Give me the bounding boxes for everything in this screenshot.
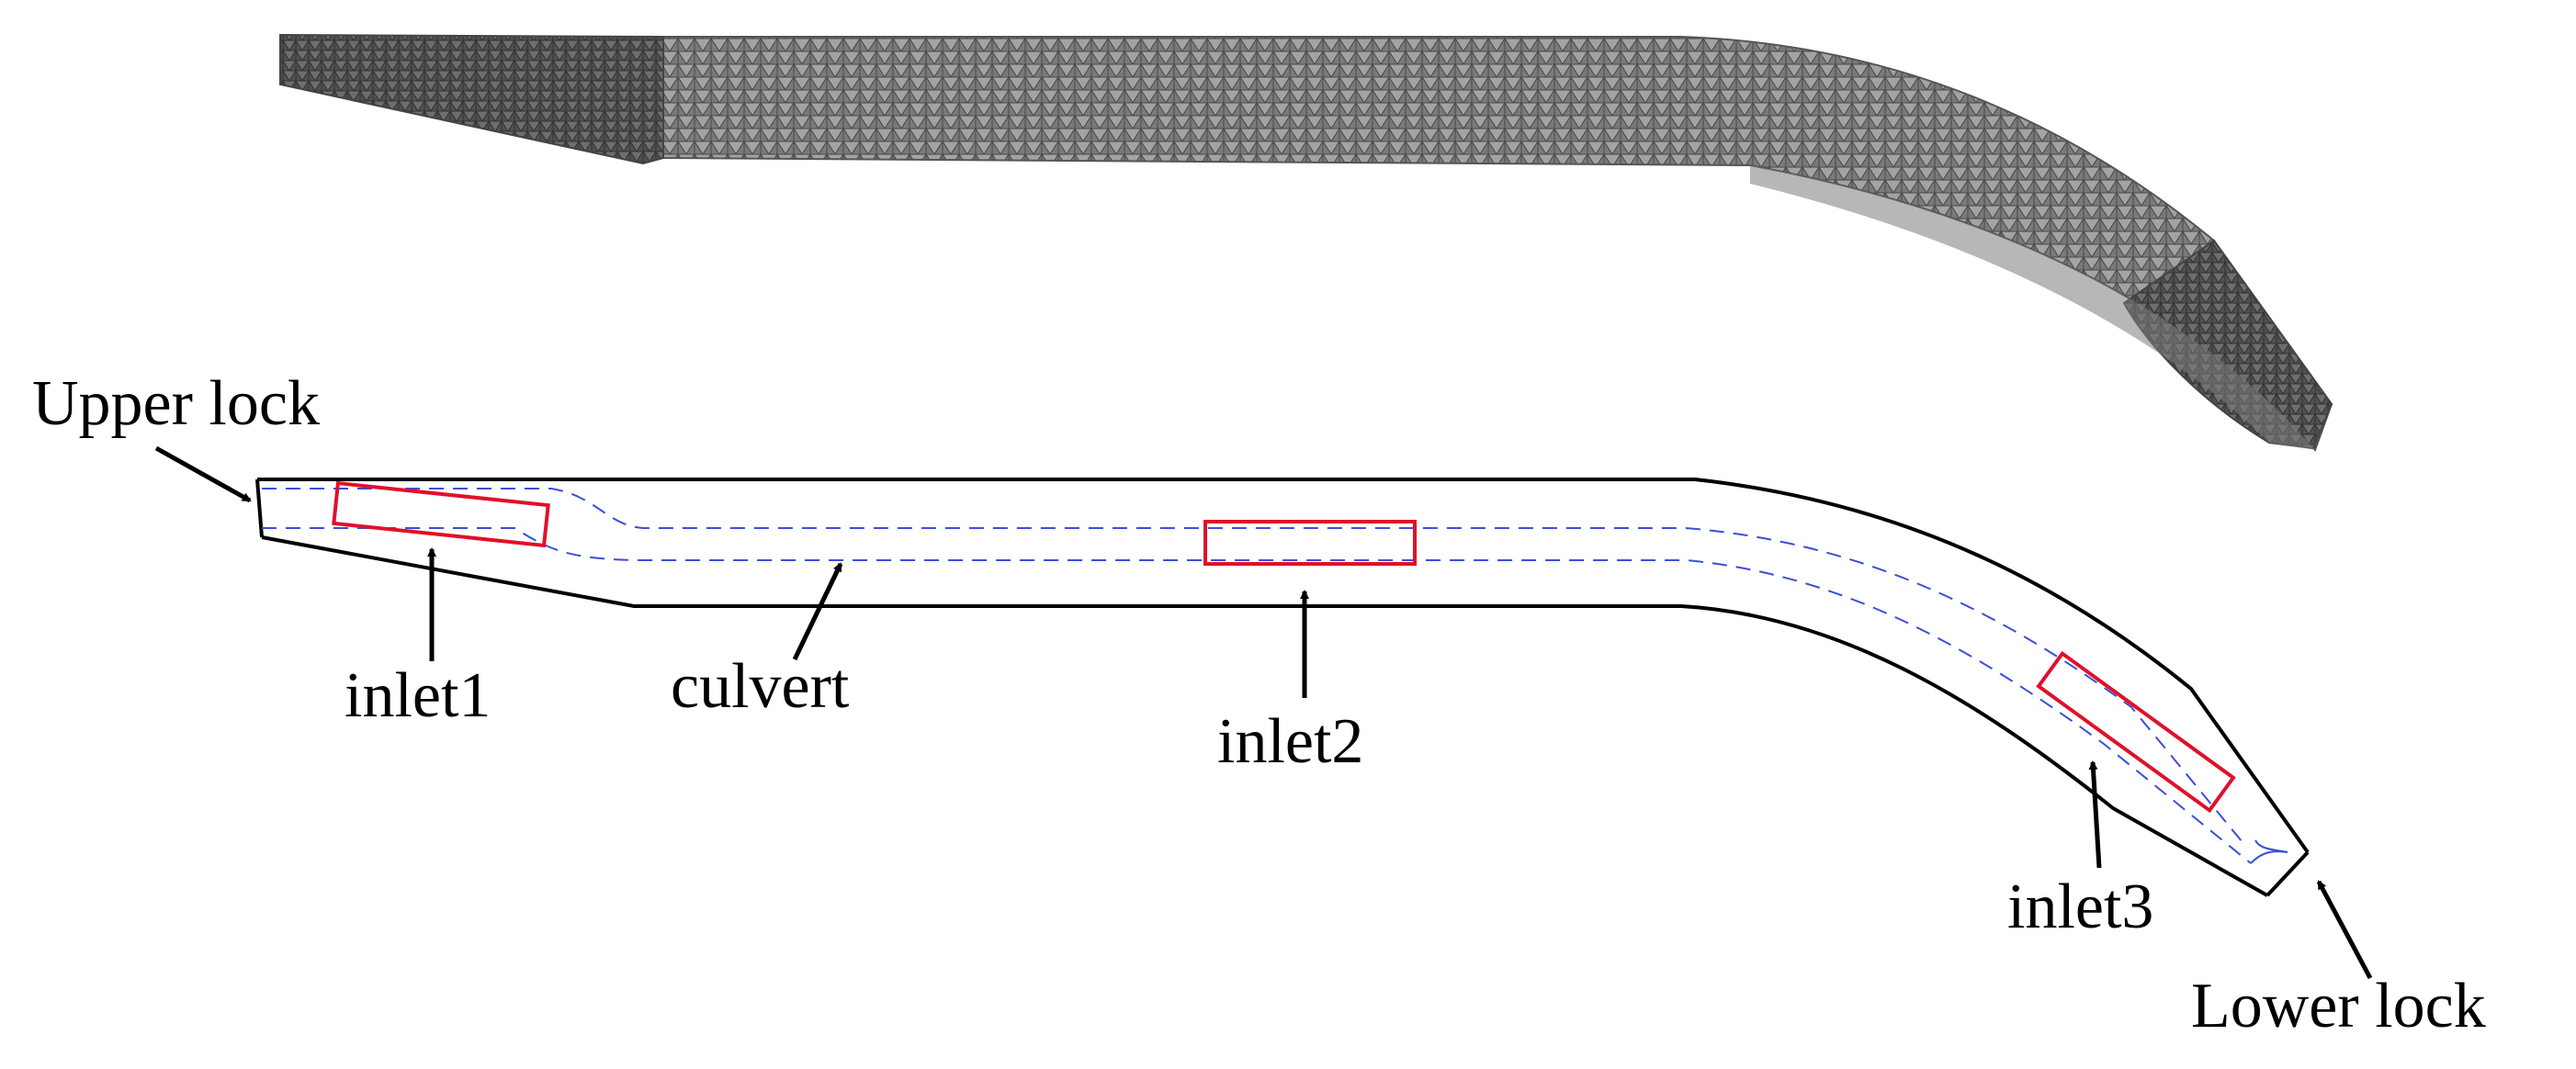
inlet1-box [332, 480, 550, 548]
arrows [154, 445, 2373, 980]
culvert-inner-edge [261, 535, 2268, 897]
lower-lock-edge [2265, 850, 2310, 897]
inlet2-box [1203, 520, 1417, 566]
centerline-end-connector [2250, 839, 2288, 864]
mesh-entry-block [279, 33, 664, 165]
centerline-lower [262, 527, 2252, 864]
mesh-top-face [662, 36, 2333, 452]
mesh-view [279, 33, 2333, 452]
culvert-outline [257, 479, 2273, 863]
lower-lock-label: Lower lock [2191, 971, 2486, 1041]
inlet3-arrow [2088, 760, 2102, 869]
culvert-outer-edge [257, 478, 2310, 854]
inlet2-label: inlet2 [1217, 706, 1363, 777]
mesh-side-strip [1750, 165, 2315, 450]
culvert-arrow [792, 562, 843, 661]
lower-lock-arrow [2316, 880, 2373, 980]
upper-lock-edge [255, 478, 264, 538]
upper-lock-arrow [154, 445, 252, 503]
culvert-label: culvert [671, 651, 850, 722]
inlet3-box [2036, 650, 2236, 814]
inlet3-label: inlet3 [2007, 872, 2153, 942]
inlet1-label: inlet1 [345, 660, 491, 731]
labels: Upper lock inlet1 culvert inlet2 inlet3 … [32, 368, 2486, 1041]
plan-view [255, 478, 2310, 897]
upper-lock-label: Upper lock [32, 368, 320, 439]
centerline-upper [262, 488, 2247, 848]
